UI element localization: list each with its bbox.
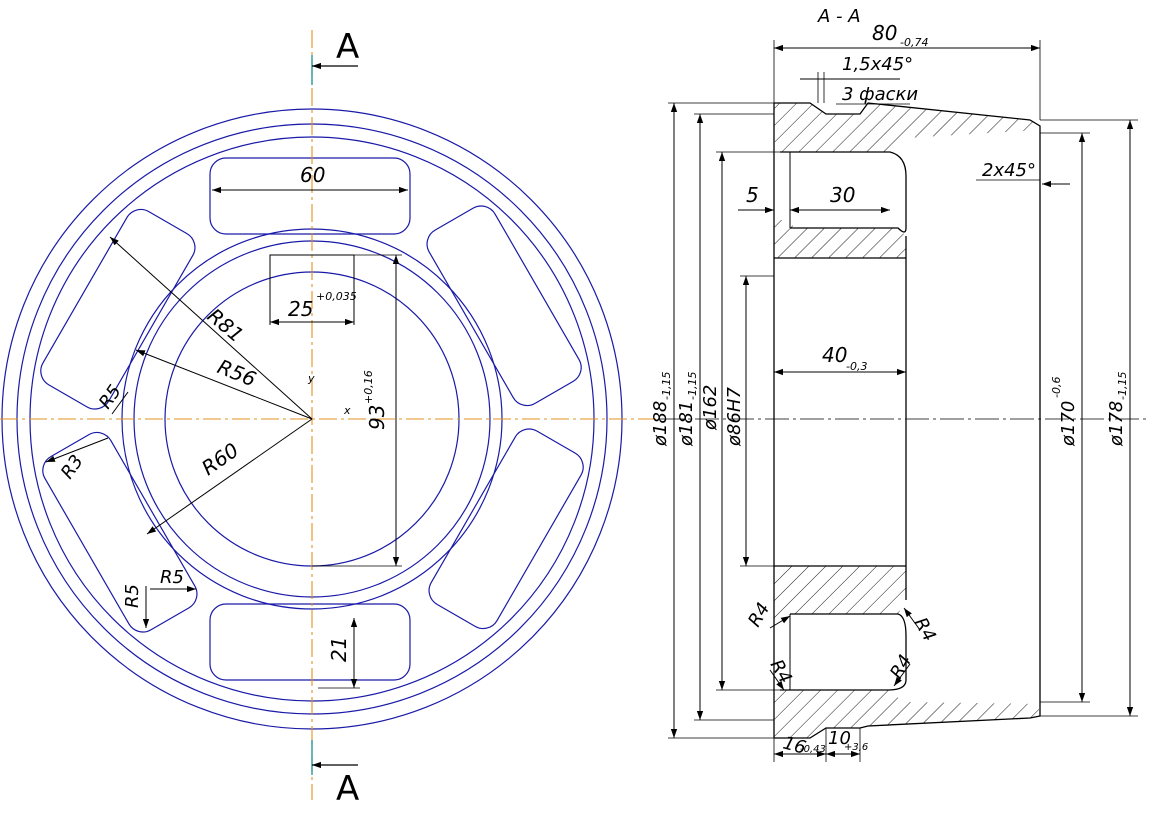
dim-30: 30 — [830, 183, 855, 207]
dim-16-tol: -0,43 — [800, 744, 826, 755]
slot-bottom — [209, 603, 411, 681]
hatch-top-hub — [774, 220, 906, 258]
dim-10: 10 — [828, 728, 851, 749]
center-marker-y: y — [307, 372, 315, 385]
dim-length: 80 — [872, 21, 897, 45]
front-view: A A 60 25 +0,035 93 +0,16 y x R81 R56 R6… — [0, 27, 660, 809]
dim-d170-tol: -0,6 — [1050, 377, 1063, 398]
dim-d181-tol: -1,15 — [686, 372, 699, 400]
dim-slot-height: 21 — [327, 637, 351, 662]
section-view: A - A 80 -0,74 1,5x45° 3 фаски — [650, 6, 1150, 762]
dim-r4-a: R4 — [744, 599, 774, 630]
section-title: A - A — [817, 6, 861, 27]
chamfer-note: 3 фаски — [842, 84, 918, 105]
dim-length-tol: -0,74 — [900, 36, 928, 49]
dim-r4-d: R4 — [886, 651, 916, 682]
slot-upper-left — [40, 208, 196, 410]
keyway-outline — [269, 254, 355, 325]
dim-r81: R81 — [203, 303, 249, 347]
dim-d178: ø178 — [1106, 401, 1127, 447]
chamfer-callout: 1,5x45° — [842, 54, 913, 75]
dim-r5-bottom-b: R5 — [160, 567, 184, 588]
dim-40: 40 — [822, 343, 847, 367]
slot-top — [209, 157, 411, 235]
hatch-top-rim — [774, 103, 1040, 152]
dim-slot-width: 60 — [300, 163, 325, 187]
hatch-bottom-rim — [774, 690, 1040, 738]
slot-lower-left — [42, 431, 198, 633]
dim-keyway-depth-tol: +0,16 — [362, 370, 375, 404]
dim-d162: ø162 — [700, 385, 721, 431]
dim-d86: ø86H7 — [724, 387, 745, 447]
slot-upper-right — [426, 205, 582, 407]
dim-keyway-depth: 93 — [365, 405, 389, 430]
dim-r4-b: R4 — [910, 614, 940, 645]
dim-keyway-width: 25 — [288, 297, 313, 321]
dim-d188: ø188 — [650, 401, 671, 447]
dim-d170: ø170 — [1058, 401, 1079, 447]
dim-r5-bottom-a: R5 — [122, 584, 143, 608]
slot-lower-right — [428, 428, 584, 630]
chamfer-right: 2x45° — [982, 160, 1036, 181]
dim-d181: ø181 — [676, 401, 697, 447]
section-outline-bottom — [773, 566, 1041, 739]
dim-d178-tol: -1,15 — [1116, 372, 1129, 400]
dim-keyway-tol: +0,035 — [316, 290, 357, 303]
hatch-bottom-hub — [774, 566, 906, 620]
section-label-top: A — [336, 27, 359, 67]
slots — [40, 157, 584, 681]
center-marker-x: x — [343, 404, 351, 417]
dim-5: 5 — [746, 183, 759, 207]
section-outline-top — [773, 102, 1041, 258]
section-label-bottom: A — [336, 769, 359, 809]
dim-10-tol: +3,6 — [844, 742, 868, 753]
dim-d188-tol: -1,15 — [660, 372, 673, 400]
dim-r4-c: R4 — [766, 656, 796, 687]
dim-r56: R56 — [214, 354, 259, 391]
dim-40-tol: -0,3 — [846, 360, 867, 373]
dim-r60: R60 — [197, 438, 243, 480]
